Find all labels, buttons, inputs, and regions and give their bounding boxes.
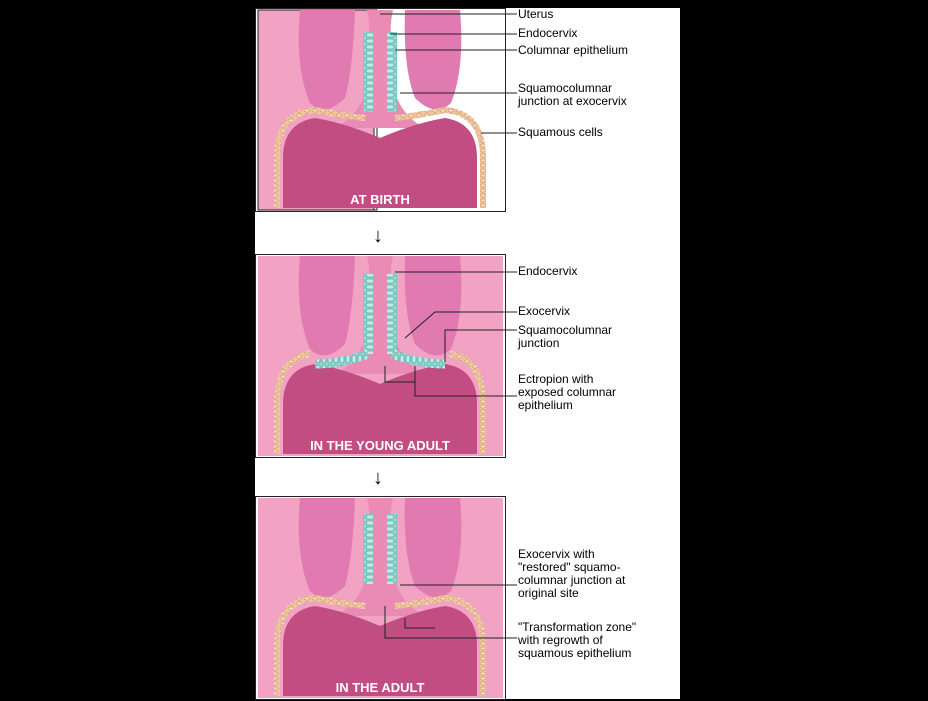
label-ectropion: Ectropion with exposed columnar epitheli… [518, 373, 616, 412]
label-uterus: Uterus [518, 8, 553, 21]
label-transformation-zone: "Transformation zone" with regrowth of s… [518, 621, 636, 660]
label-endocervix-young: Endocervix [518, 265, 577, 278]
label-endocervix: Endocervix [518, 27, 577, 40]
label-squamocolumnar-junction-exocervix: Squamocolumnar junction at exocervix [518, 82, 627, 108]
label-exocervix-young: Exocervix [518, 305, 570, 318]
arrow-down-icon: ↓ [373, 226, 383, 246]
label-columnar-epithelium: Columnar epithelium [518, 44, 628, 57]
arrow-down-icon: ↓ [373, 468, 383, 488]
diagram-canvas: AT BIRTH IN THE YOUN [255, 8, 680, 699]
label-exocervix-restored: Exocervix with "restored" squamo- column… [518, 548, 625, 600]
label-squamous-cells: Squamous cells [518, 126, 603, 139]
label-squamocolumnar-junction-young: Squamocolumnar junction [518, 324, 612, 350]
